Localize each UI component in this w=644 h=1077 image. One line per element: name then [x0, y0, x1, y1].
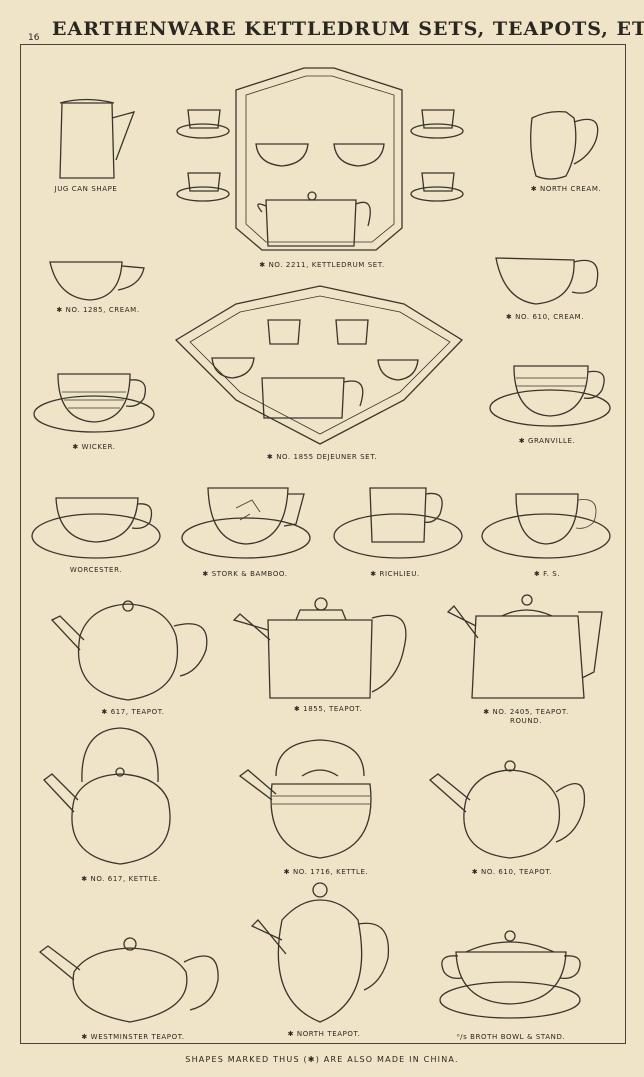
- caption-cream-610: ✱ NO. 610, CREAM.: [505, 313, 585, 321]
- caption-teapot-610: ✱ NO. 610, TEAPOT.: [471, 868, 553, 876]
- kettle-617-illustration: [43, 727, 171, 865]
- dejeuner-tray-illustration: [174, 285, 464, 445]
- stork-bamboo-cup-illustration: [181, 487, 311, 559]
- fs-cup-illustration: [481, 493, 611, 559]
- caption-westminster-teapot: ✱ WESTMINSTER TEAPOT.: [81, 1033, 185, 1041]
- broth-bowl-illustration: [439, 930, 581, 1019]
- caption-worcester: WORCESTER.: [69, 566, 123, 574]
- jug-can-illustration: [59, 98, 136, 179]
- caption-richlieu: ✱ RICHLIEU.: [370, 570, 420, 578]
- north-teapot-illustration: [250, 882, 390, 1023]
- footer-note: SHAPES MARKED THUS (✱) ARE ALSO MADE IN …: [185, 1055, 459, 1064]
- caption-broth-bowl: ⁰/s BROTH BOWL & STAND.: [456, 1033, 566, 1041]
- teapot-1855-illustration: [232, 597, 407, 699]
- caption-dejeuner-set: ✱ NO. 1855 DEJEUNER SET.: [266, 453, 378, 461]
- caption-teapot-2405: ✱ NO. 2405, TEAPOT.: [483, 708, 569, 716]
- westminster-teapot-illustration: [38, 937, 219, 1023]
- worcester-cup-illustration: [31, 497, 161, 559]
- caption-cream-1285: ✱ NO. 1285, CREAM.: [56, 306, 140, 314]
- caption-kettle-617: ✱ NO. 617, KETTLE.: [81, 875, 161, 883]
- caption-north-cream: ✱ NORTH CREAM.: [530, 185, 602, 193]
- page-number: 16: [28, 33, 40, 43]
- cream-1285-illustration: [49, 261, 145, 301]
- caption-jug-can: JUG CAN SHAPE: [54, 185, 118, 193]
- teapot-2405-illustration: [446, 594, 603, 699]
- teapot-617-illustration: [50, 600, 208, 701]
- north-cream-illustration: [530, 110, 599, 180]
- kettledrum-cups-illustration: [176, 109, 464, 202]
- caption-north-teapot: ✱ NORTH TEAPOT.: [287, 1030, 361, 1038]
- caption-wicker: ✱ WICKER.: [72, 443, 116, 451]
- page-title: EARTHENWARE KETTLEDRUM SETS, TEAPOTS, ET…: [52, 18, 644, 40]
- kettledrum-tray-illustration: [235, 67, 403, 251]
- granville-cup-illustration: [489, 365, 611, 427]
- caption-fs: ✱ F. S.: [533, 570, 561, 578]
- richlieu-cup-illustration: [333, 487, 463, 559]
- caption-stork-bamboo: ✱ STORK & BAMBOO.: [202, 570, 288, 578]
- teapot-610-illustration: [428, 760, 586, 859]
- caption-granville: ✱ GRANVILLE.: [518, 437, 576, 445]
- catalog-frame: [20, 44, 626, 1044]
- caption-teapot-617: ✱ 617, TEAPOT.: [101, 708, 165, 716]
- caption-kettledrum-set: ✱ NO. 2211, KETTLEDRUM SET.: [259, 261, 385, 269]
- kettle-1716-illustration: [238, 739, 372, 859]
- wicker-cup-illustration: [33, 373, 155, 433]
- caption-kettle-1716: ✱ NO. 1716, KETTLE.: [283, 868, 369, 876]
- caption-teapot-1855: ✱ 1855, TEAPOT.: [293, 705, 363, 713]
- cream-610-illustration: [495, 257, 599, 305]
- caption-teapot-2405-sub: ROUND.: [510, 717, 542, 725]
